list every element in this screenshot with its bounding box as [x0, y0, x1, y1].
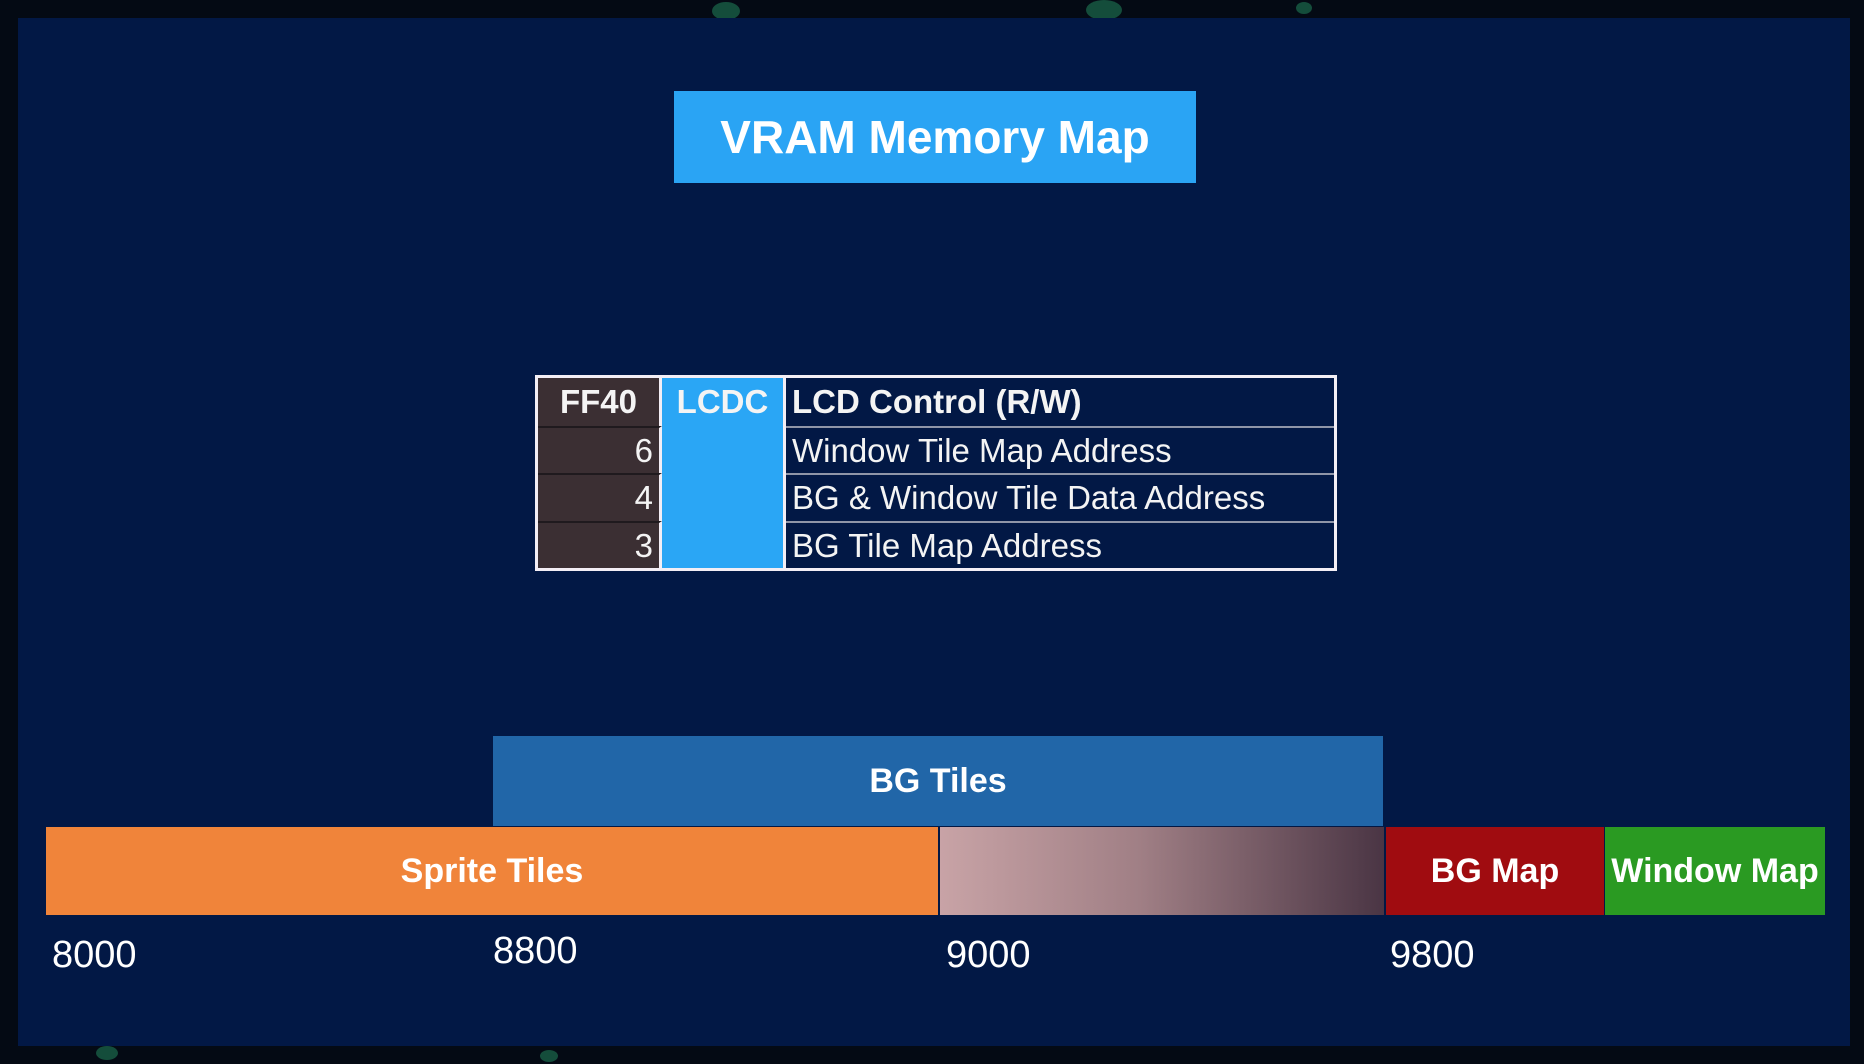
- bg-map-region: BG Map: [1386, 827, 1604, 915]
- address-label: 8800: [493, 930, 578, 972]
- edge-artifact: [1086, 0, 1122, 20]
- sprite-tiles-region: Sprite Tiles: [46, 827, 938, 915]
- edge-artifact: [712, 2, 740, 20]
- edge-artifact: [1296, 2, 1312, 14]
- register-bit-flag: [662, 425, 786, 473]
- register-description: LCD Control (R/W): [786, 378, 1334, 426]
- shared-tiles-region: [940, 827, 1384, 915]
- register-bit-flag: [662, 473, 786, 521]
- register-bit-flag: [662, 520, 786, 568]
- page-title: VRAM Memory Map: [674, 91, 1196, 183]
- register-bit-description: BG & Window Tile Data Address: [786, 473, 1334, 521]
- address-label: 9800: [1390, 934, 1475, 976]
- edge-artifact: [540, 1050, 558, 1062]
- address-label: 9000: [946, 934, 1031, 976]
- window-map-region: Window Map: [1605, 827, 1825, 915]
- register-address: FF40: [538, 378, 662, 426]
- register-bit-description: Window Tile Map Address: [786, 425, 1334, 473]
- register-bit: 3: [538, 520, 662, 568]
- bg-tiles-region: BG Tiles: [493, 736, 1383, 826]
- slide: VRAM Memory Map FF40 LCDC LCD Control (R…: [18, 18, 1850, 1046]
- register-bit: 4: [538, 473, 662, 521]
- register-name: LCDC: [662, 378, 786, 426]
- register-table: FF40 LCDC LCD Control (R/W) 6 Window Til…: [535, 375, 1337, 571]
- edge-artifact: [96, 1046, 118, 1060]
- register-bit: 6: [538, 425, 662, 473]
- register-bit-description: BG Tile Map Address: [786, 520, 1334, 568]
- address-label: 8000: [52, 934, 137, 976]
